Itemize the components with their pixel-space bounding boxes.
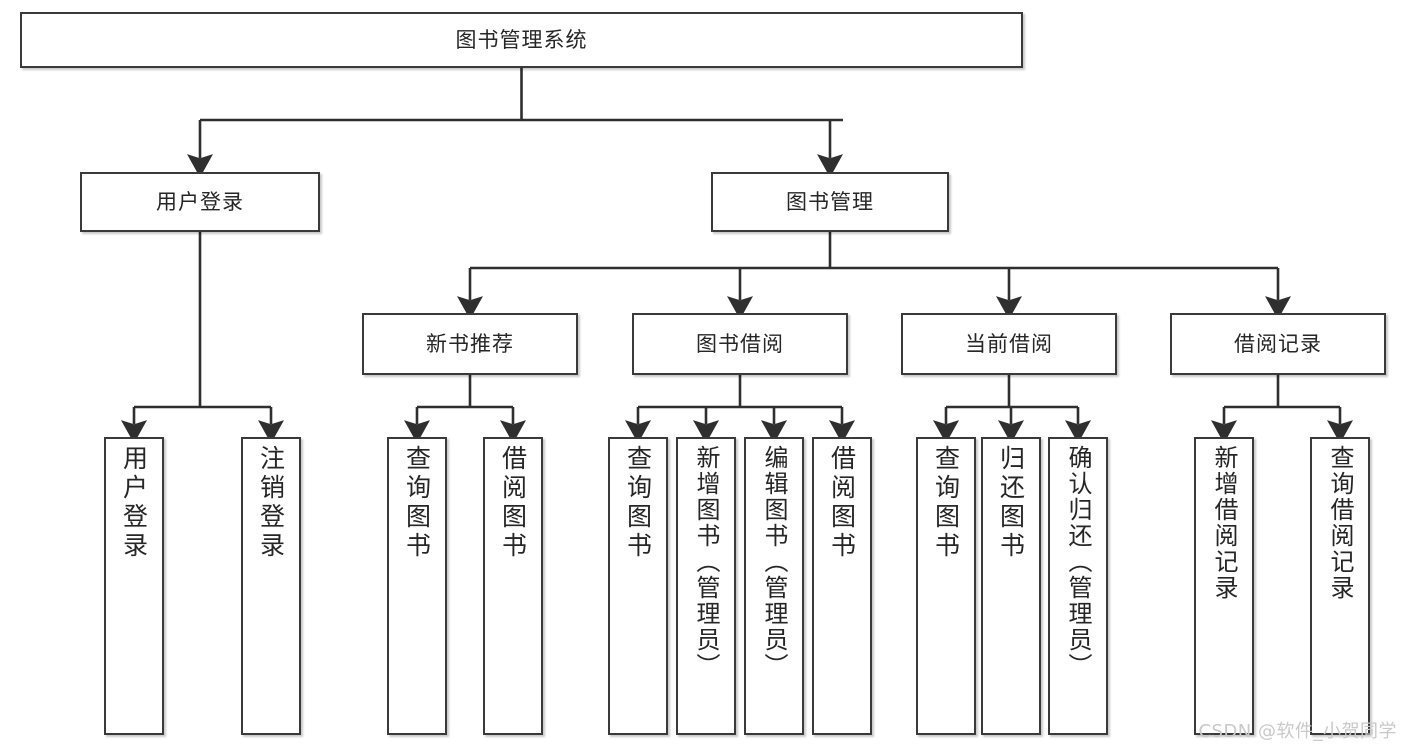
node-label: 查询借阅记录 [1326,445,1354,601]
node-label: 注销登录 [256,445,286,561]
node-label: 归还图书 [996,445,1026,561]
leaf-query-book-current[interactable]: 查询图书 [916,437,976,735]
node-current-borrow[interactable]: 当前借阅 [901,313,1117,375]
node-label: 新增图书（管理员） [692,445,720,679]
node-new-book-recommend[interactable]: 新书推荐 [362,313,578,375]
node-root-system[interactable]: 图书管理系统 [20,12,1023,68]
node-label: 新书推荐 [426,331,514,356]
leaf-query-borrow-record[interactable]: 查询借阅记录 [1310,437,1370,735]
leaf-borrow-book[interactable]: 借阅图书 [812,437,872,735]
leaf-add-book-admin[interactable]: 新增图书（管理员） [676,437,736,735]
leaf-logout[interactable]: 注销登录 [241,437,301,735]
leaf-borrow-book-recommend[interactable]: 借阅图书 [483,437,543,735]
node-label: 借阅记录 [1234,331,1322,356]
node-user-login[interactable]: 用户登录 [80,172,320,232]
node-label: 用户登录 [156,189,244,214]
node-label: 确认归还（管理员） [1064,445,1092,679]
leaf-return-book[interactable]: 归还图书 [981,437,1041,735]
leaf-query-book-recommend[interactable]: 查询图书 [387,437,447,735]
node-label: 查询图书 [402,445,432,561]
node-label: 图书借阅 [696,331,784,356]
node-label: 查询图书 [931,445,961,561]
leaf-query-book-borrow[interactable]: 查询图书 [608,437,668,735]
node-label: 新增借阅记录 [1210,445,1238,601]
leaf-confirm-return-admin[interactable]: 确认归还（管理员） [1048,437,1108,735]
leaf-user-login[interactable]: 用户登录 [104,437,164,735]
leaf-add-borrow-record[interactable]: 新增借阅记录 [1194,437,1254,735]
node-label: 查询图书 [623,445,653,561]
watermark: CSDN @软件_小贺同学 [1198,721,1397,742]
node-book-borrow[interactable]: 图书借阅 [632,313,848,375]
node-label: 借阅图书 [827,445,857,561]
node-book-management[interactable]: 图书管理 [711,172,949,232]
leaf-edit-book-admin[interactable]: 编辑图书（管理员） [744,437,804,735]
node-label: 编辑图书（管理员） [760,445,788,679]
node-label: 当前借阅 [965,331,1053,356]
node-borrow-record[interactable]: 借阅记录 [1170,313,1386,375]
node-label: 用户登录 [119,445,149,561]
node-label: 图书管理 [786,189,874,214]
node-label: 图书管理系统 [455,27,588,52]
node-label: 借阅图书 [498,445,528,561]
